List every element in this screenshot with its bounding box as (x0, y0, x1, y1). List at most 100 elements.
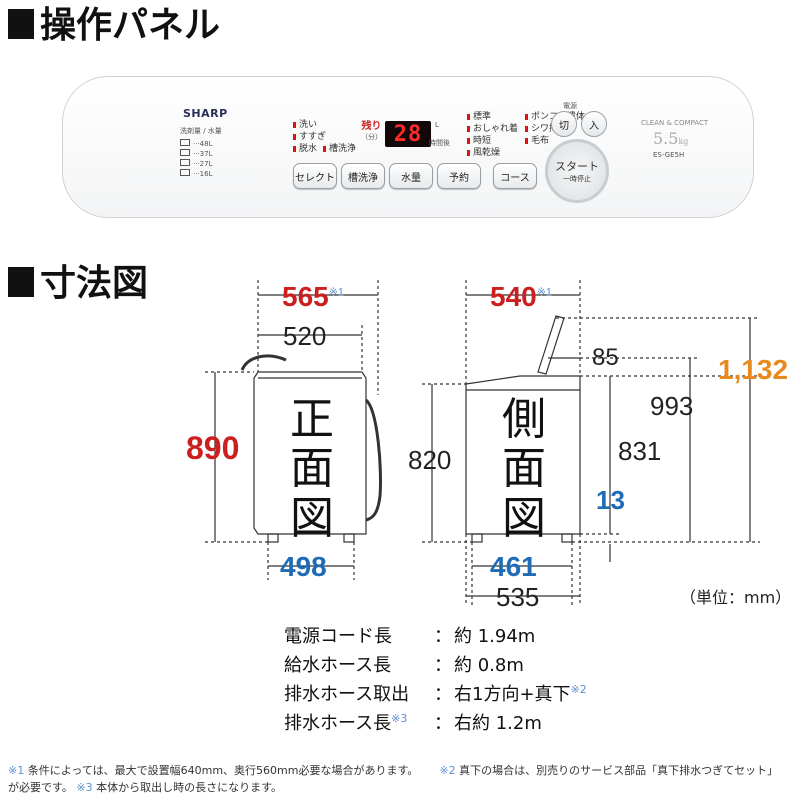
cycle-status-list: 洗い すすぎ 脱水 槽洗浄 (293, 119, 356, 155)
spec-row: 排水ホース取出 ：右1方向+真下※2 (284, 680, 587, 709)
status-spin-label: 脱水 (299, 144, 318, 154)
dim-front-width-total: 565※1 (282, 283, 344, 311)
footnote-mark: ※3 (76, 781, 93, 794)
dim-side-height-body: 820 (408, 445, 452, 475)
course-item: おしゃれ着 (467, 123, 518, 135)
side-foot-left (471, 533, 483, 543)
course-item-label: シワ抑え (531, 124, 568, 134)
spec-sep: ： (434, 684, 452, 705)
dim-side-depth-total: 540※1 (490, 283, 552, 311)
side-body-outline (465, 375, 581, 535)
power-on-button[interactable]: 入 (581, 111, 607, 137)
footnote-mark: ※2 (439, 764, 456, 777)
course-item: シワ抑え (525, 123, 585, 135)
dim-front-width-body: 520 (283, 321, 327, 351)
course-item-label: 標準 (473, 112, 492, 122)
footnote-line-2: が必要です。 ※3 本体から取出し時の長さになります。 (8, 779, 282, 795)
dims-section-title: 寸法図 (8, 266, 148, 302)
spec-value: 右1方向+真下 (454, 684, 571, 705)
dim-front-width-total-value: 565 (282, 281, 329, 312)
capacity-header: 洗剤量 / 水量 (180, 127, 222, 135)
level-item-label: ···16L (193, 170, 213, 178)
spec-sep: ： (434, 655, 452, 676)
square-bullet-icon (8, 267, 34, 297)
spec-label: 排水ホース長 (284, 713, 392, 734)
spec-list: 電源コード長：約 1.94m 給水ホース長：約 0.8m 排水ホース取出：右1方… (284, 622, 587, 738)
spec-value: 約 0.8m (454, 655, 524, 676)
level-item-label: ···37L (193, 150, 213, 158)
spec-label-wrap: 排水ホース長※3 (284, 709, 434, 735)
model-capacity-value: 5.5 (653, 129, 679, 148)
level-list: ···48L ···37L ···27L ···16L (180, 139, 212, 179)
status-wash-label: 洗い (299, 120, 318, 130)
spec-row: 給水ホース長：約 0.8m (284, 651, 587, 680)
level-item: ···16L (180, 169, 212, 179)
dim-front-base-width: 498 (280, 551, 327, 582)
course-item-label: 風乾燥 (473, 148, 501, 158)
level-item-label: ···27L (193, 160, 213, 168)
select-button[interactable]: セレクト (293, 163, 337, 189)
level-item: ···48L (180, 139, 212, 149)
front-view-label: 正面図 (290, 394, 334, 544)
course-item: 毛布 (525, 135, 585, 147)
footnote-mark: ※1 (8, 764, 25, 777)
footnote-text: 真下の場合は、別売りのサービス部品「真下排水つぎてセット」 (459, 764, 779, 777)
pause-label: 一時停止 (563, 175, 591, 183)
square-bullet-icon (8, 9, 34, 39)
side-lid-shape (537, 315, 565, 375)
spec-label: 電源コード長 (284, 626, 392, 647)
dim-side-clearance: 13 (596, 485, 625, 515)
power-off-button[interactable]: 切 (551, 111, 577, 137)
status-rinse: すすぎ (293, 131, 356, 143)
remaining-label-text: 残り (361, 121, 382, 132)
spec-sep: ： (434, 713, 452, 734)
course-item: 時短 (467, 135, 518, 147)
status-spin: 脱水 槽洗浄 (293, 143, 356, 155)
indicator-icon (293, 146, 296, 152)
control-panel: SHARP 洗剤量 / 水量 ···48L ···37L ···27L ···1… (62, 76, 754, 218)
status-rinse-label: すすぎ (299, 132, 327, 142)
level-item: ···37L (180, 149, 212, 159)
footnote-text: 条件によっては、最大で設置幅640mm、奥行560mm必要な場合があります。 (27, 764, 419, 777)
indicator-icon (525, 126, 528, 132)
indicator-icon (293, 134, 296, 140)
water-level-button[interactable]: 水量 (389, 163, 433, 189)
start-pause-button[interactable]: スタート 一時停止 (545, 139, 609, 203)
power-label: 電源 (563, 102, 577, 110)
footnote-mark: ※2 (570, 683, 587, 696)
spec-value: 約 1.94m (454, 626, 536, 647)
dim-side-lid-offset: 85 (592, 344, 619, 371)
course-item-label: おしゃれ着 (473, 124, 519, 134)
footnote-text: 本体から取出し時の長さになります。 (96, 781, 283, 794)
panel-section-title: 操作パネル (8, 8, 220, 44)
indicator-icon (525, 114, 528, 120)
course-item: 風乾燥 (467, 147, 518, 159)
dim-side-depth-total-value: 540 (490, 281, 537, 312)
status-tub-label: 槽洗浄 (329, 144, 357, 154)
footnote-mark: ※1 (536, 286, 553, 299)
dims-section-title-text: 寸法図 (40, 263, 149, 304)
dim-side-base-depth: 461 (490, 551, 537, 582)
side-view-label: 側面図 (502, 394, 546, 544)
spec-sep: ： (434, 626, 452, 647)
course-list-1: 標準 おしゃれ着 時短 風乾燥 (467, 111, 518, 159)
indicator-icon (323, 146, 327, 152)
timer-button[interactable]: 予約 (437, 163, 481, 189)
indicator-icon (525, 138, 528, 144)
indicator-icon (467, 126, 470, 132)
water-hose-shape (240, 354, 287, 371)
front-foot-right (343, 533, 355, 543)
dim-side-height-top: 831 (618, 436, 662, 466)
course-button[interactable]: コース (493, 163, 537, 189)
display-unit-hours: 時間後 (429, 139, 450, 147)
dim-side-height-total: 1,132 (718, 354, 789, 385)
level-item-label: ···48L (193, 140, 213, 148)
spec-label: 排水ホース取出 (284, 684, 410, 705)
display-unit-l: L (435, 121, 439, 129)
dim-side-height-lid: 993 (650, 391, 694, 421)
course-item: 標準 (467, 111, 518, 123)
footnote-text: が必要です。 (8, 781, 73, 794)
tub-clean-button[interactable]: 槽洗浄 (341, 163, 385, 189)
footnote-line-1: ※1 条件によっては、最大で設置幅640mm、奥行560mm必要な場合があります… (8, 762, 778, 778)
